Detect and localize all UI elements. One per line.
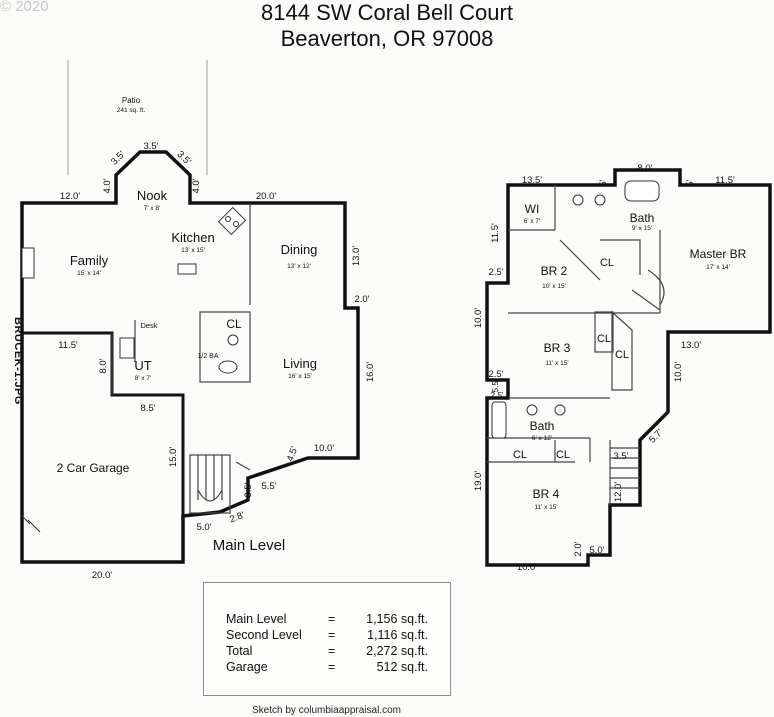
- walk-in-size: 6' x 7': [524, 218, 541, 225]
- dim-stair-15-0: 15.0': [168, 447, 179, 467]
- bedroom-2-size: 10' x 15': [542, 283, 566, 290]
- dim-bottom-right: 10.0': [314, 443, 334, 454]
- area-label: Main Level: [226, 612, 287, 626]
- dim-stair-5-5: 5.5': [261, 481, 276, 492]
- dim-right-10-0: 10.0': [673, 362, 684, 382]
- area-label: Total: [226, 644, 253, 658]
- area-row: Garage = 512 sq.ft.: [204, 660, 450, 676]
- master-bath-label: Bath: [630, 211, 655, 225]
- equals-sign: =: [328, 612, 336, 626]
- dim-left-10-0: 10.0': [473, 308, 484, 328]
- bedroom-3-label: BR 3: [544, 341, 571, 355]
- closet-br3a-label: CL: [597, 333, 611, 345]
- dim-bottom-2-0: 2.0': [573, 541, 584, 556]
- bedroom-3-size: 11' x 15': [545, 360, 568, 367]
- dining-label: Dining: [281, 242, 318, 257]
- closet-br3b-label: CL: [615, 349, 629, 361]
- bath-2-size: 6' x 12': [532, 435, 552, 442]
- dim-diag-lower: 4.5': [285, 445, 301, 463]
- equals-sign: =: [328, 660, 336, 674]
- dim-stair-3-5: 3.5': [613, 451, 628, 462]
- dim-left-2-5c: 2.5': [491, 391, 504, 400]
- dim-top-8-0: 8.0': [637, 163, 652, 174]
- half-bath-label: 1/2 BA: [197, 353, 218, 360]
- copyright-watermark: © 2020: [0, 0, 49, 15]
- dim-top-right: 20.0': [256, 191, 276, 202]
- dim-bottom-10-0: 10.0': [517, 562, 537, 573]
- family-size: 15' x 14': [77, 270, 101, 277]
- nook-label: Nook: [137, 188, 168, 203]
- area-row: Main Level = 1,156 sq.ft.: [204, 612, 450, 628]
- dim-stair-2-8: 2.8': [228, 510, 246, 526]
- dim-right-lower: 16.0': [365, 362, 376, 382]
- bedroom-2-label: BR 2: [541, 264, 568, 278]
- closet-bath-a-label: CL: [513, 449, 527, 461]
- walk-in-label: WI: [525, 202, 540, 216]
- sketch-credit: Sketch by columbiaappraisal.com: [252, 705, 401, 716]
- dim-right-upper: 13.0': [351, 246, 362, 266]
- dim-garage-bottom: 20.0': [92, 570, 112, 581]
- dim-ut-side: 8.0': [98, 358, 109, 373]
- master-bedroom-size: 17' x 14': [706, 264, 730, 271]
- dim-top-5a: 5': [598, 179, 609, 186]
- equals-sign: =: [328, 628, 336, 642]
- nook-size: 7' x 8': [144, 205, 161, 212]
- dim-top-13-5: 13.5': [522, 175, 542, 186]
- patio-label: Patio: [122, 96, 141, 105]
- utility-size: 8' x 7': [135, 375, 152, 382]
- dim-top-5b: 5': [685, 179, 696, 186]
- area-value: 1,116 sq.ft.: [367, 628, 428, 642]
- kitchen-size: 13' x 15': [181, 247, 205, 254]
- dim-left-2-5a: 2.5': [488, 267, 503, 278]
- area-value: 2,272 sq.ft.: [366, 644, 428, 658]
- garage-label: 2 Car Garage: [57, 461, 130, 475]
- family-label: Family: [70, 253, 109, 268]
- dim-left-2-5b: 2.5': [488, 369, 503, 380]
- bedroom-4-label: BR 4: [533, 487, 560, 501]
- dim-garage-top: 11.5': [58, 340, 78, 351]
- area-row: Total = 2,272 sq.ft.: [204, 644, 450, 660]
- closet-br2-label: CL: [600, 257, 614, 269]
- master-bedroom-label: Master BR: [690, 247, 747, 261]
- address-line-2: Beaverton, OR 97008: [280, 26, 494, 51]
- address-line-1: 8144 SW Coral Bell Court: [261, 0, 513, 25]
- master-bath-size: 9' x 15': [632, 225, 652, 232]
- dim-bottom-5-0: 5.0': [589, 545, 604, 556]
- dim-nook-side-right: 4.0': [191, 178, 202, 193]
- utility-label: UT: [134, 358, 151, 373]
- dim-top-11-5: 11.5': [715, 175, 735, 186]
- dim-garage-jog: 8.5': [140, 403, 155, 414]
- dining-size: 13' x 12': [287, 263, 311, 270]
- dim-left-19-0: 19.0': [473, 471, 484, 491]
- main-level-label: Main Level: [213, 537, 286, 554]
- dim-nook-side-left: 4.0': [102, 178, 113, 193]
- living-size: 16' x 15': [288, 373, 312, 380]
- area-row: Second Level = 1,116 sq.ft.: [204, 628, 450, 644]
- area-summary-table: Main Level = 1,156 sq.ft. Second Level =…: [203, 582, 451, 696]
- area-label: Second Level: [226, 628, 302, 642]
- dim-left-11-5: 11.5': [490, 223, 501, 243]
- bedroom-4-size: 11' x 15': [534, 504, 557, 511]
- dim-right-jog: 2.0': [354, 294, 369, 305]
- dim-right-13-0: 13.0': [681, 340, 701, 351]
- equals-sign: =: [328, 644, 336, 658]
- dim-stair-5-0: 5.0': [196, 522, 211, 533]
- area-value: 512 sq.ft.: [376, 660, 428, 674]
- dim-stair-3-5: 3.5': [243, 482, 254, 497]
- area-value: 1,156 sq.ft.: [366, 612, 428, 626]
- area-label: Garage: [226, 660, 268, 674]
- living-label: Living: [283, 356, 317, 371]
- kitchen-label: Kitchen: [171, 230, 214, 245]
- patio-size: 241 sq. ft.: [117, 107, 146, 114]
- dim-left-5-5: 5.5': [491, 379, 500, 392]
- dim-top-left: 12.0': [60, 191, 80, 202]
- closet-bath-b-label: CL: [556, 449, 570, 461]
- bath-2-label: Bath: [530, 419, 555, 433]
- dim-stair-12-0: 12.0': [613, 482, 624, 502]
- dim-nook-top: 3.5': [143, 141, 158, 152]
- closet-label: CL: [226, 317, 242, 331]
- desk-label: Desk: [140, 321, 157, 330]
